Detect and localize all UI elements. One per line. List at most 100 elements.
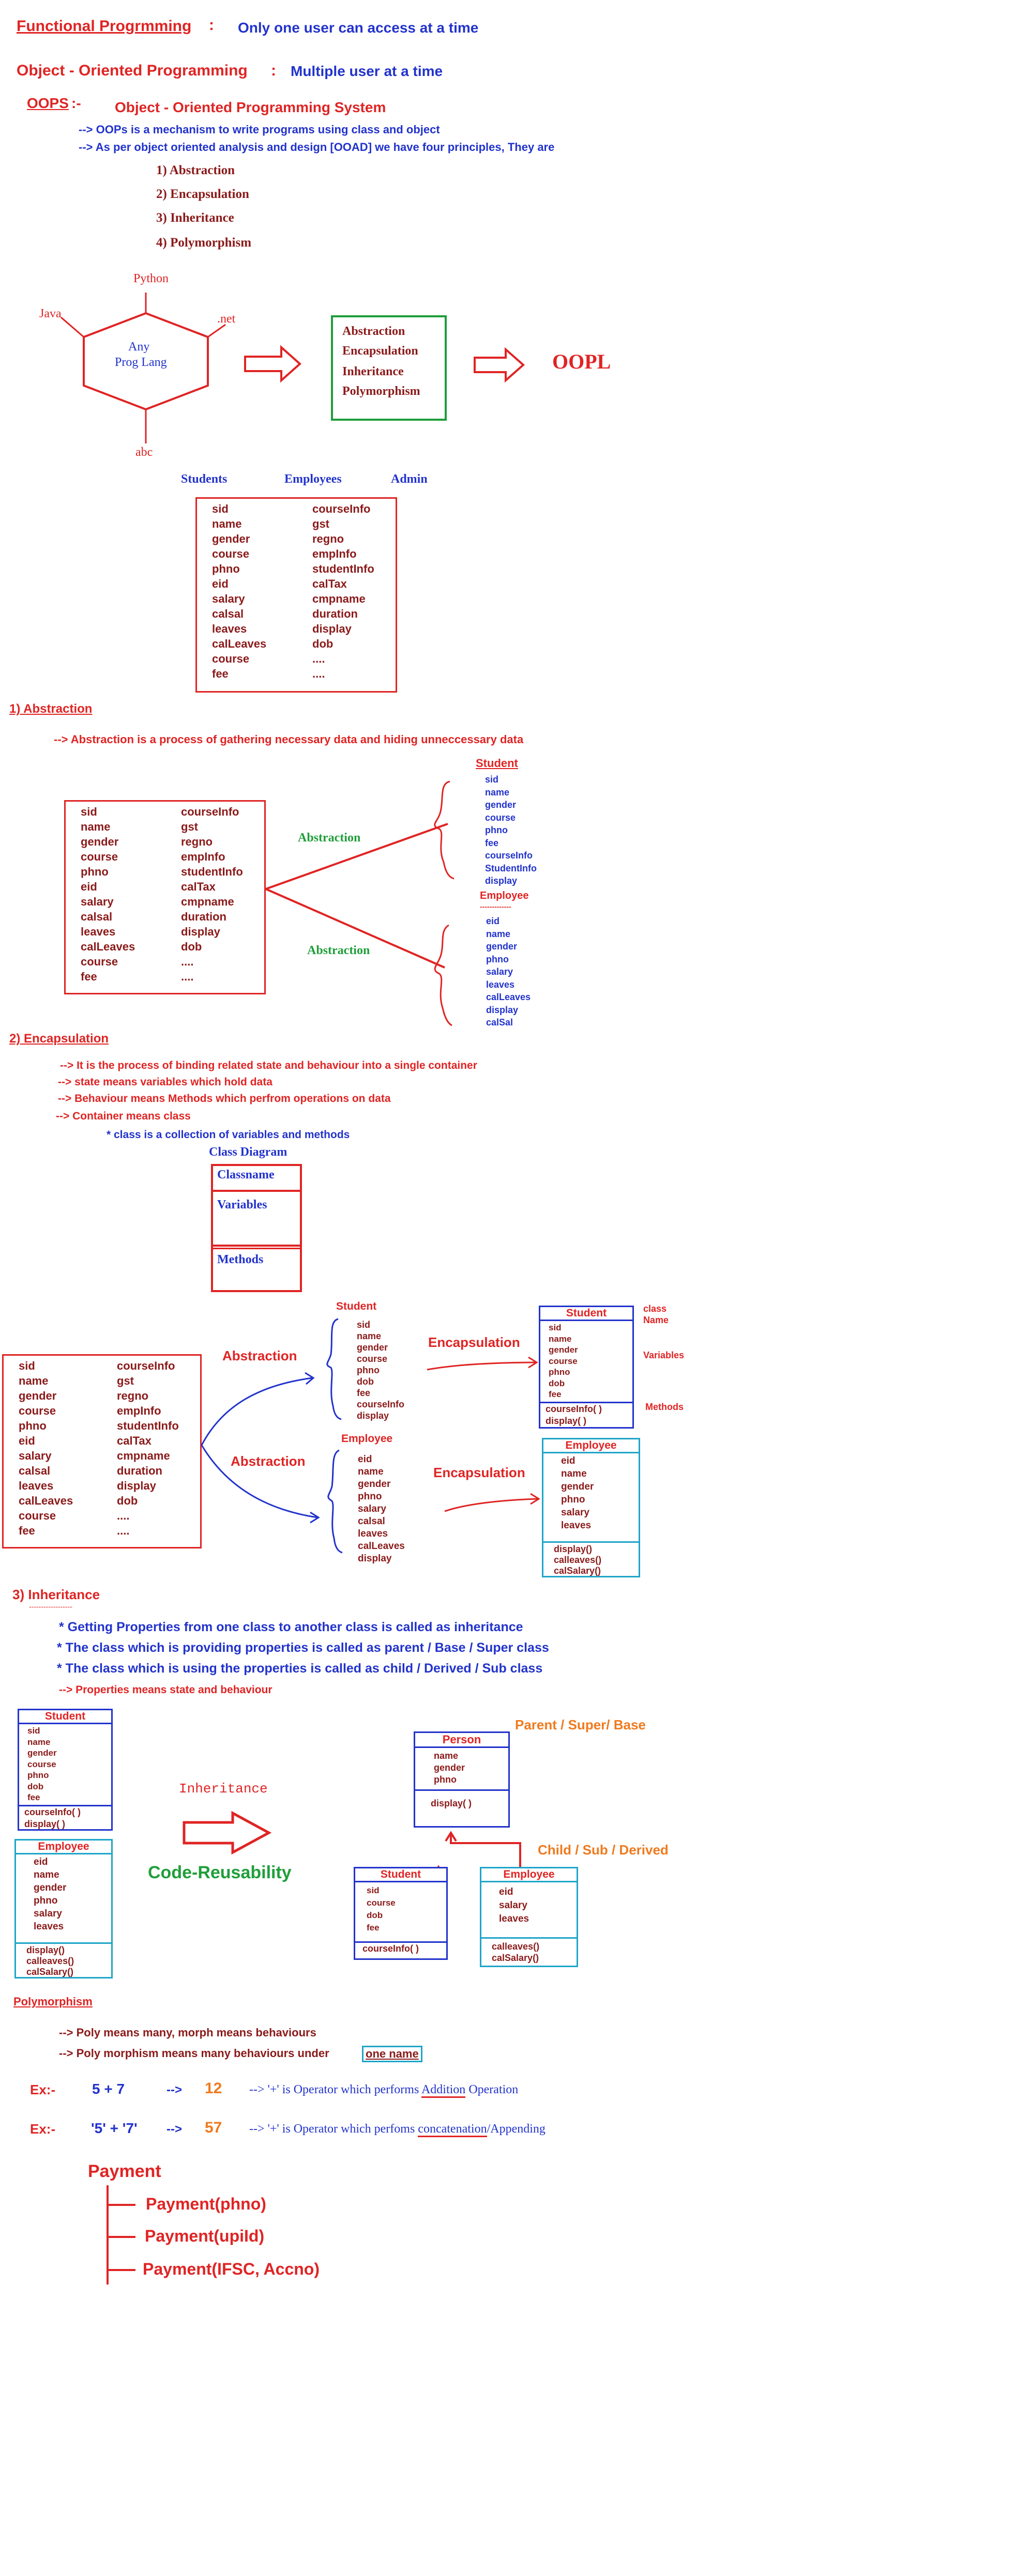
lang-abc: abc bbox=[135, 446, 153, 459]
functional-programming-label: Functional Progrmming bbox=[17, 18, 192, 35]
class-diagram-methods: Methods bbox=[217, 1253, 264, 1266]
header-employees: Employees bbox=[284, 472, 342, 486]
principles-box bbox=[331, 315, 447, 421]
example-2-description: --> '+' is Operator which perfoms concat… bbox=[249, 2122, 546, 2137]
inheritance-point-1: * Getting Properties from one class to a… bbox=[59, 1620, 523, 1634]
principle-4: 4) Polymorphism bbox=[156, 236, 252, 250]
payment-ifsc-accno: Payment(IFSC, Accno) bbox=[143, 2260, 320, 2278]
encapsulation-point-2: --> state means variables which hold dat… bbox=[58, 1076, 272, 1088]
functional-description: Only one user can access at a time bbox=[238, 20, 479, 36]
encap-employee-title: Employee bbox=[341, 1433, 393, 1445]
lang-dotnet: .net bbox=[217, 312, 236, 326]
one-name-highlight: one name bbox=[362, 2046, 422, 2062]
abstraction-student-title: Student bbox=[476, 757, 518, 770]
inheritance-note: --> Properties means state and behaviour bbox=[59, 1684, 272, 1696]
principles-box-item-3: Inheritance bbox=[342, 365, 404, 378]
oop-description: Multiple user at a time bbox=[291, 63, 443, 79]
example-2-desc-pre: --> '+' is Operator which perfoms bbox=[249, 2122, 418, 2136]
class-diagram-classname: Classname bbox=[217, 1168, 275, 1182]
oopl-result: OOPL bbox=[552, 350, 611, 373]
example-2-label: Ex:- bbox=[30, 2121, 56, 2137]
encapsulation-point-3: --> Behaviour means Methods which perfro… bbox=[58, 1093, 391, 1105]
oops-fullform: Object - Oriented Programming System bbox=[115, 99, 386, 115]
hex-center-line-1: Any bbox=[128, 340, 150, 354]
oops-label: OOPS bbox=[27, 95, 69, 111]
abstraction-employee-title: Employee bbox=[480, 890, 529, 901]
entities-box-2 bbox=[64, 800, 266, 994]
entities-box-1 bbox=[195, 497, 397, 693]
encap-abstraction-label-1: Abstraction bbox=[222, 1348, 297, 1363]
encap-student-title: Student bbox=[336, 1300, 377, 1312]
oops-separator: :- bbox=[71, 95, 81, 111]
abstraction-definition: --> Abstraction is a process of gatherin… bbox=[54, 733, 524, 746]
abstraction-arrow-label-1: Abstraction bbox=[298, 831, 361, 845]
payment-phno: Payment(phno) bbox=[146, 2195, 266, 2213]
principle-2: 2) Encapsulation bbox=[156, 187, 249, 201]
example-2-expr: '5' + '7' bbox=[91, 2120, 138, 2136]
class-diagram-variables: Variables bbox=[217, 1198, 267, 1212]
polymorphism-point-1: --> Poly means many, morph means behavio… bbox=[59, 2026, 316, 2039]
lang-java: Java bbox=[39, 307, 62, 320]
inheritance-point-3: * The class which is using the propertie… bbox=[57, 1661, 543, 1676]
encapsulation-note: * class is a collection of variables and… bbox=[107, 1129, 350, 1141]
inheritance-point-2: * The class which is providing propertie… bbox=[57, 1640, 549, 1655]
example-1-expr: 5 + 7 bbox=[92, 2081, 125, 2097]
example-1-desc-key: Addition bbox=[421, 2083, 466, 2098]
encap-encapsulation-label-1: Encapsulation bbox=[428, 1335, 520, 1350]
payment-upiid: Payment(upiId) bbox=[145, 2227, 265, 2245]
side-label-class: class bbox=[643, 1304, 667, 1314]
hex-center-line-2: Prog Lang bbox=[115, 356, 167, 369]
oop-label: Object - Oriented Programming bbox=[17, 62, 248, 79]
entities-box-3 bbox=[2, 1354, 202, 1548]
example-2-result: 57 bbox=[205, 2119, 222, 2136]
functional-separator: : bbox=[209, 17, 214, 34]
side-label-name: Name bbox=[643, 1315, 669, 1325]
principles-box-item-4: Polymorphism bbox=[342, 385, 420, 398]
principles-box-item-1: Abstraction bbox=[342, 325, 405, 338]
encap-encapsulation-label-2: Encapsulation bbox=[433, 1465, 525, 1480]
encapsulation-title: 2) Encapsulation bbox=[9, 1032, 109, 1046]
example-1-result: 12 bbox=[205, 2080, 222, 2097]
example-2-desc-post: /Appending bbox=[487, 2122, 546, 2136]
class-diagram-title: Class Diagram bbox=[209, 1145, 287, 1159]
principle-1: 1) Abstraction bbox=[156, 163, 235, 177]
example-1-label: Ex:- bbox=[30, 2082, 56, 2097]
inheritance-arrow-label: Inheritance bbox=[179, 1781, 268, 1797]
payment-title: Payment bbox=[88, 2161, 161, 2181]
encapsulation-point-4: --> Container means class bbox=[56, 1110, 191, 1122]
example-2-desc-key: concatenation bbox=[418, 2122, 487, 2137]
child-label: Child / Sub / Derived bbox=[538, 1842, 669, 1858]
example-1-arrow: --> bbox=[166, 2083, 182, 2097]
abstraction-employee-dashes: ------------- bbox=[480, 902, 511, 911]
encap-abstraction-label-2: Abstraction bbox=[231, 1453, 306, 1469]
class-diagram-box bbox=[211, 1164, 302, 1292]
principle-3: 3) Inheritance bbox=[156, 211, 234, 225]
abstraction-title: 1) Abstraction bbox=[9, 702, 93, 716]
polymorphism-point-2: --> Poly morphism means many behaviours … bbox=[59, 2047, 329, 2060]
example-1-description: --> '+' is Operator which performs Addit… bbox=[249, 2083, 518, 2098]
lang-python: Python bbox=[133, 272, 169, 285]
example-2-arrow: --> bbox=[166, 2122, 182, 2136]
oop-separator: : bbox=[271, 62, 276, 79]
example-1-desc-pre: --> '+' is Operator which performs bbox=[249, 2083, 421, 2096]
